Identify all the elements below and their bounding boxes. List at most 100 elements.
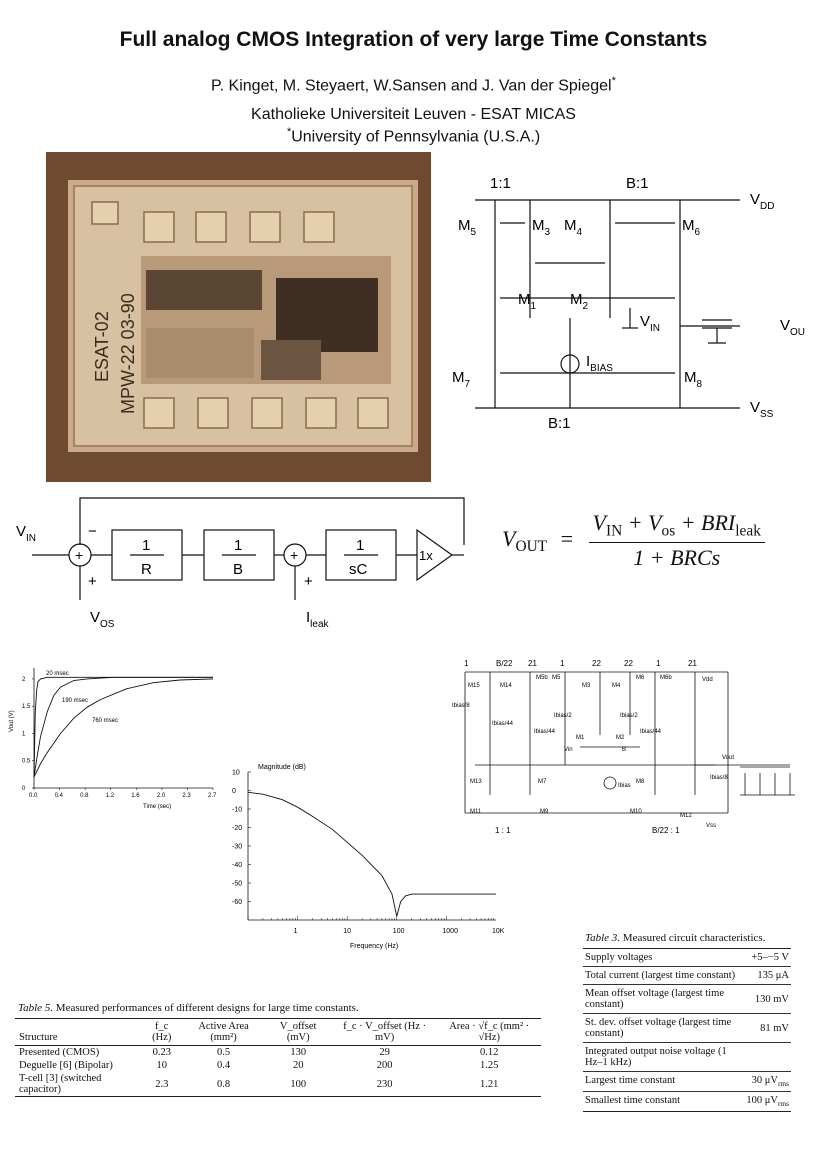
block-3-num: 1 xyxy=(356,537,364,554)
step-ytick-label: 1.5 xyxy=(22,704,31,710)
table5-cell: 0.5 xyxy=(217,1047,231,1058)
step-xtick-label: 2.0 xyxy=(157,793,166,799)
s2-label: M14 xyxy=(500,683,512,689)
s2-label: M11 xyxy=(470,809,482,815)
step-series-0 xyxy=(33,676,213,778)
m6-label: M6 xyxy=(682,217,701,238)
table3-label: Smallest time constant xyxy=(585,1095,681,1107)
authors: P. Kinget, M. Steyaert, W.Sansen and J. … xyxy=(0,75,827,95)
mag-ytick-label: -60 xyxy=(232,899,242,906)
schematic-transconductor: 1:1 B:1 B:1 VDD VSS VIN VOU IBIAS M5 M3 … xyxy=(452,175,805,428)
table5-cell: 0.23 xyxy=(152,1047,171,1058)
s2-label: M7 xyxy=(538,779,547,785)
table3-label: Total current (largest time constant) xyxy=(585,970,736,981)
table3-caption: Table 3. Measured circuit characteristic… xyxy=(585,932,765,944)
bd-plus-1: + xyxy=(88,573,97,590)
mag-ytick-label: 10 xyxy=(232,770,240,777)
bd-ileak: Ileak xyxy=(306,609,330,630)
table5-cell: 0.8 xyxy=(217,1078,231,1090)
table3-value xyxy=(744,1043,791,1072)
formula-lhs-sub: OUT xyxy=(515,538,548,556)
block-3-den: sC xyxy=(349,561,368,578)
table3-value: 100 μVrms xyxy=(746,1095,789,1109)
step-xtick-label: 0.4 xyxy=(55,793,64,799)
m5-label: M5 xyxy=(458,217,477,238)
s2-label: Vin xyxy=(564,747,573,753)
step-ytick-label: 2 xyxy=(22,677,26,683)
s2-label: M6b xyxy=(660,675,672,681)
table3-value: 30 μVrms xyxy=(751,1075,789,1089)
s2-label: M5b xyxy=(536,675,548,681)
table5-cell: 2.3 xyxy=(155,1078,169,1090)
mag-series-0 xyxy=(247,791,496,917)
s2-label: Ibias/2 xyxy=(620,713,638,719)
s2-label: Vdd xyxy=(702,677,713,683)
author-list: P. Kinget, M. Steyaert, W.Sansen and J. … xyxy=(211,77,612,95)
table-row: Total current (largest time constant) 135… xyxy=(583,966,791,985)
mag-xtick-label: 1 xyxy=(294,928,298,935)
formula-lhs: V xyxy=(502,525,516,551)
table5-header: Structure xyxy=(19,1032,58,1043)
formula-eq: = xyxy=(560,525,574,551)
author-star: * xyxy=(611,75,616,87)
formula-numerator: VIN + Vos + BRIleak xyxy=(588,510,765,544)
s2-label: M8 xyxy=(636,779,645,785)
s2-label: B xyxy=(622,747,626,753)
mag-ytick-label: -50 xyxy=(232,881,242,888)
table3-value: 135 μA xyxy=(757,970,789,981)
step-xtick-label: 2.7 xyxy=(208,793,217,799)
mag-ytick-label: -30 xyxy=(232,844,242,851)
table5-cell: 29 xyxy=(379,1047,390,1058)
s2-label: Ibias/2 xyxy=(554,713,572,719)
step-xlabel: Time (sec) xyxy=(143,804,171,810)
s2-bottom-right: B/22 : 1 xyxy=(652,826,680,835)
chip-label-2: MPW-22 03-90 xyxy=(118,293,138,414)
m7-label: M7 xyxy=(452,369,471,390)
step-annot-190ms: 190 msec xyxy=(62,698,88,704)
buffer-label: 1x xyxy=(419,548,433,563)
s2-bottom-left: 1 : 1 xyxy=(495,826,511,835)
block-2-den: B xyxy=(233,561,243,578)
s2-top-ratio: 21 xyxy=(688,659,697,668)
table5-header: Active Area (mm²) xyxy=(198,1021,249,1043)
m1-label: M1 xyxy=(518,291,537,312)
s2-top-ratio: 22 xyxy=(624,659,633,668)
table-row: Supply voltages+5–−5 V xyxy=(583,948,791,967)
table-row: St. dev. offset voltage (largest time co… xyxy=(583,1013,791,1043)
mag-ytick-label: -40 xyxy=(232,862,242,869)
table5-cell: 100 xyxy=(290,1078,307,1090)
s2-top-ratio: B/22 xyxy=(496,659,513,668)
table5-cell: 0.4 xyxy=(217,1060,231,1071)
step-xtick-label: 0.0 xyxy=(29,793,38,799)
table3-label: St. dev. offset voltage (largest time co… xyxy=(585,1017,732,1039)
mag-xtick-label: 10 xyxy=(343,928,351,935)
step-ylabel: Vout (V) xyxy=(9,710,15,732)
table3-caption-text: Measured circuit characteristics. xyxy=(622,932,766,944)
mag-xlabel: Frequency (Hz) xyxy=(350,943,398,950)
table3-label: Mean offset voltage (largest time consta… xyxy=(585,988,724,1010)
s2-top-ratio: 1 xyxy=(464,659,469,668)
s2-label: Ibias/8 xyxy=(452,703,470,709)
m8-label: M8 xyxy=(684,369,703,390)
mag-xtick-label: 10K xyxy=(492,928,505,935)
step-xtick-label: 1.2 xyxy=(106,793,115,799)
transfer-formula: VOUT = VIN + Vos + BRIleak 1 + BRCs xyxy=(502,510,765,571)
mag-ytick-label: 0 xyxy=(232,788,236,795)
page-title: Full analog CMOS Integration of very lar… xyxy=(119,28,708,51)
table5-cell: 230 xyxy=(376,1078,393,1090)
s2-label: M4 xyxy=(612,683,621,689)
bd-vin: VIN xyxy=(16,523,36,544)
mag-ytick-label: -20 xyxy=(232,825,242,832)
step-xtick-label: 0.8 xyxy=(80,793,89,799)
s2-label: Ibias/44 xyxy=(492,721,514,727)
vout-label: VOU xyxy=(780,317,805,338)
s2-label: M12 xyxy=(680,813,692,819)
step-xtick-label: 1.6 xyxy=(131,793,140,799)
sum-1-plus: + xyxy=(75,547,83,563)
s2-top-ratio: 1 xyxy=(560,659,565,668)
